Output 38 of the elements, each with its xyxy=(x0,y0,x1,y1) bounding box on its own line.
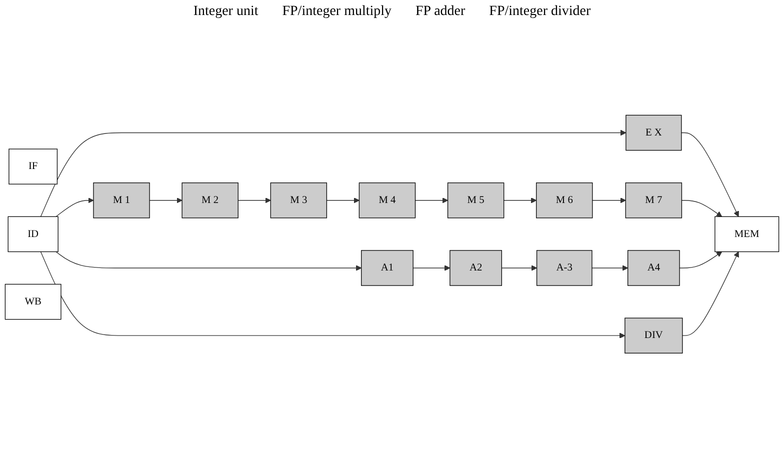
arrow xyxy=(56,251,362,271)
node-box: IF xyxy=(8,148,58,184)
unit-heading: FP/integer multiply xyxy=(282,4,392,20)
arrow xyxy=(679,251,722,268)
node-box: M 3 xyxy=(270,182,328,218)
arrow xyxy=(56,197,94,217)
node-box: ID xyxy=(8,216,58,252)
arrow xyxy=(149,197,182,204)
arrow xyxy=(501,264,538,271)
node-box: M 7 xyxy=(625,182,682,218)
node-box: A1 xyxy=(361,250,414,286)
node-box: M 5 xyxy=(447,182,504,218)
arrow xyxy=(592,197,626,204)
node-box: E X xyxy=(626,114,682,150)
node-box: M 6 xyxy=(536,182,593,218)
node-box: A4 xyxy=(627,250,680,286)
node-box: M 4 xyxy=(358,182,416,218)
arrow xyxy=(326,197,360,204)
arrow xyxy=(681,132,739,217)
arrow xyxy=(504,197,537,204)
arrow xyxy=(238,197,271,204)
arrow xyxy=(40,251,626,338)
node-box: DIV xyxy=(624,318,683,354)
arrow xyxy=(682,251,739,336)
arrow xyxy=(592,264,628,271)
node-box: M 2 xyxy=(182,182,238,218)
node-box: A-3 xyxy=(536,250,592,286)
node-box: M 1 xyxy=(93,182,150,218)
arrow xyxy=(412,264,450,271)
node-box: MEM xyxy=(714,216,780,252)
node-box: A2 xyxy=(450,250,502,286)
node-box: WB xyxy=(4,284,62,320)
unit-heading: FP/integer divider xyxy=(489,4,591,20)
unit-heading: FP adder xyxy=(416,4,466,20)
arrow xyxy=(414,197,448,204)
arrow xyxy=(681,200,722,217)
unit-heading: Integer unit xyxy=(193,4,258,20)
arrow xyxy=(40,130,626,217)
